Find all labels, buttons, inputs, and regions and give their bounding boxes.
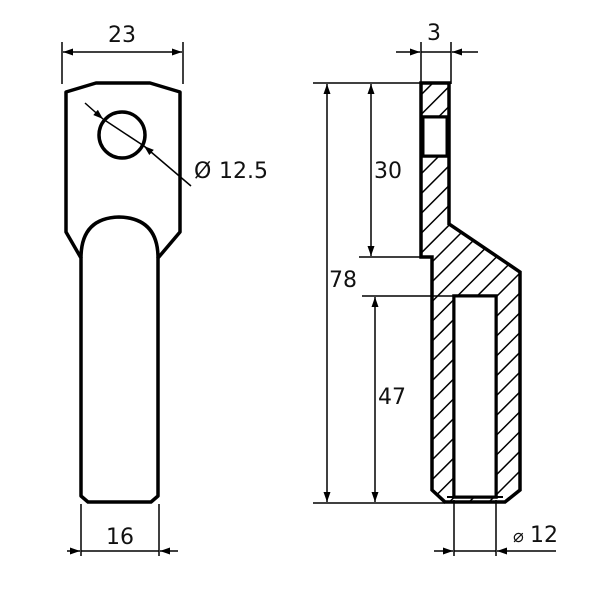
mounting-hole: [97, 110, 147, 160]
dim-label-bore-depth: 47: [378, 385, 406, 410]
dim-label-bore-diameter: 12: [530, 523, 558, 548]
dim-label-hole-diameter: 12.5: [219, 159, 268, 184]
cross-hole: [421, 115, 449, 158]
hole-diameter-line: [102, 118, 145, 147]
shank-transition-arc: [79, 215, 160, 259]
hole-diameter-leader-2: [143, 145, 192, 187]
dim-label-upper-length: 30: [374, 159, 402, 184]
dim-label-bore-diameter-symbol: ⌀: [513, 526, 524, 547]
section-view: [313, 42, 556, 556]
dim-label-top-width: 23: [108, 23, 136, 48]
dim-label-hole-diameter-symbol: Ø: [194, 159, 211, 184]
dim-label-thickness: 3: [427, 21, 441, 46]
front-view-outline: [64, 81, 182, 504]
front-view: [61, 42, 192, 556]
dim-label-bottom-width: 16: [106, 525, 134, 550]
hole-diameter-leader: [84, 102, 104, 120]
bore: [452, 294, 498, 499]
dim-label-total-length: 78: [329, 268, 357, 293]
